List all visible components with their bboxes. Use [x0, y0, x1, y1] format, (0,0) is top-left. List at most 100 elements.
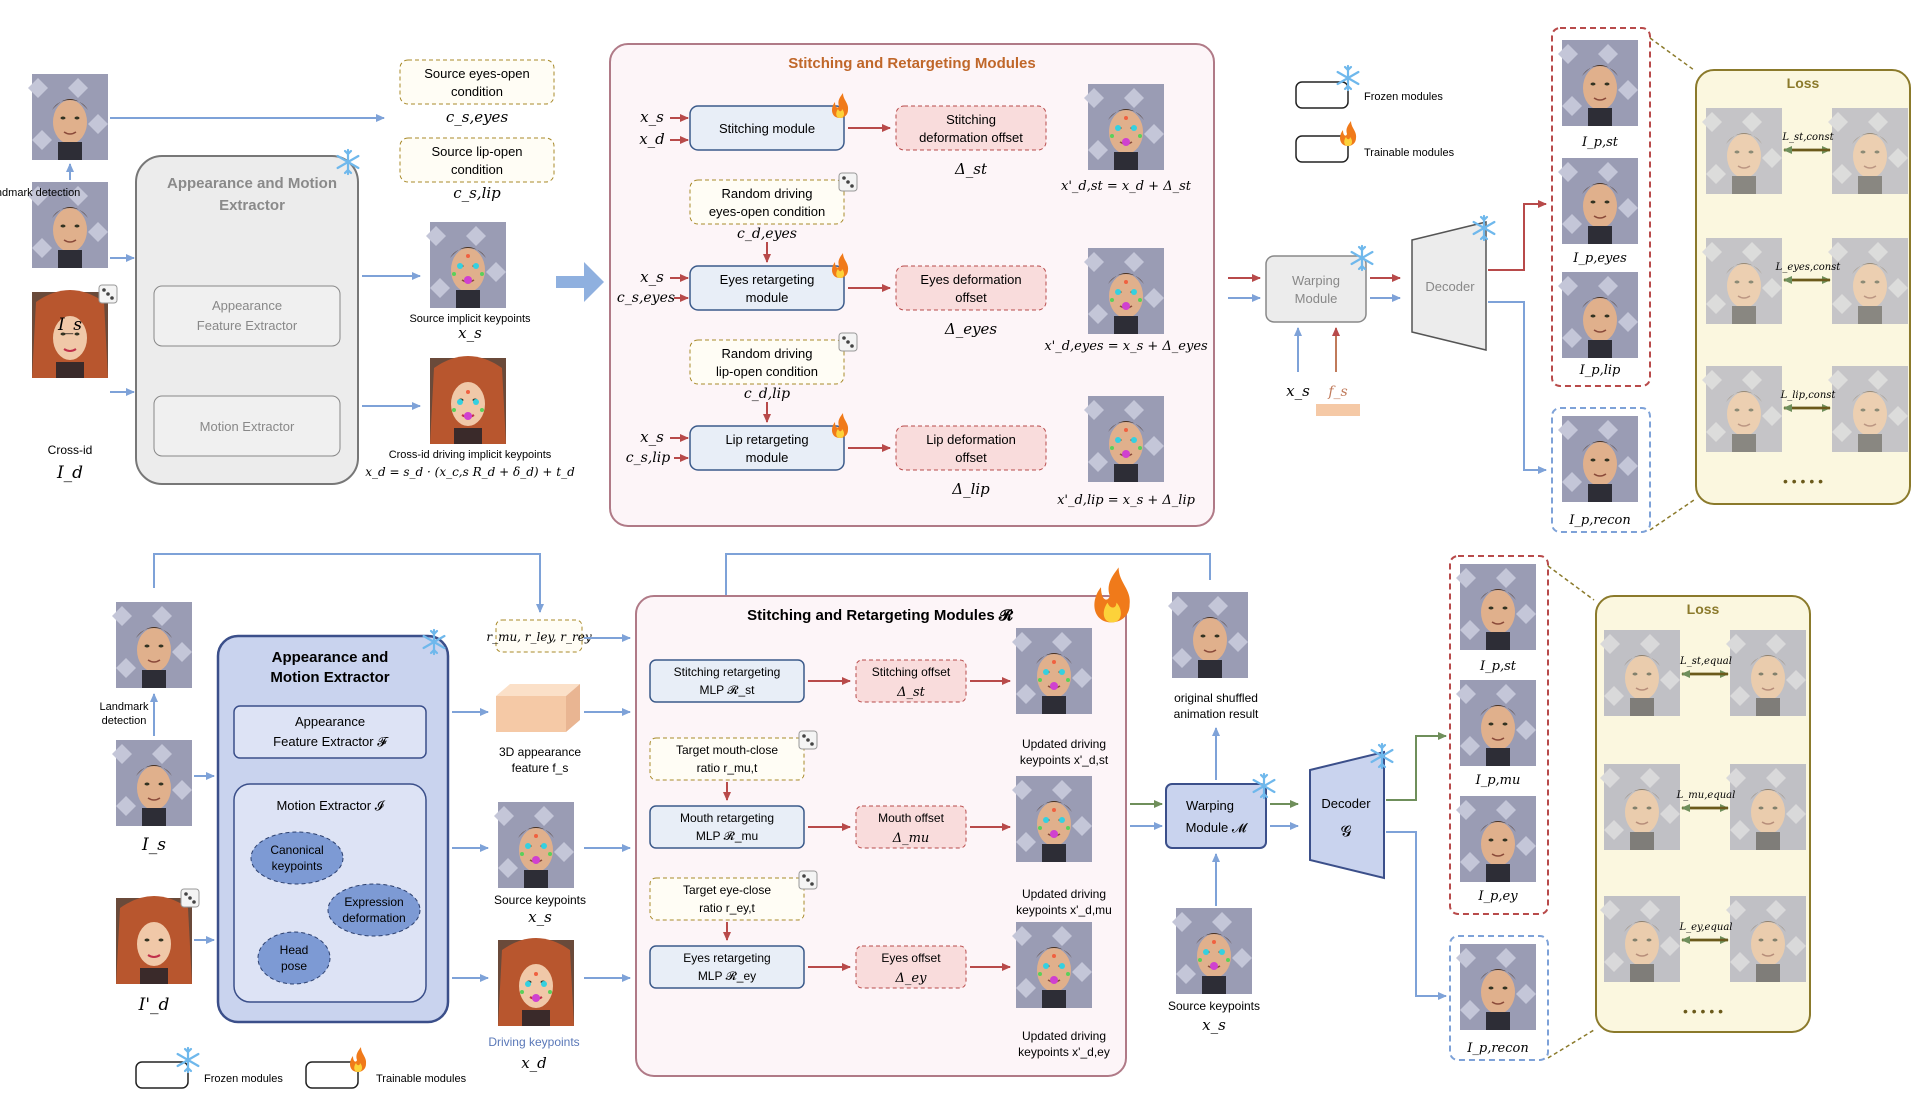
dice-icon: [838, 172, 858, 192]
row3-in1: x_s: [640, 428, 664, 446]
eyes-delta: Δ_eyes: [944, 320, 998, 338]
bottom-output-face: [1455, 795, 1537, 883]
top-out-1: I_p,st: [1581, 135, 1619, 150]
bottom-loss-title: Loss: [1687, 601, 1720, 617]
stitching-offset-2: deformation offset: [919, 130, 1023, 145]
bottom-motion-label: Motion Extractor 𝓘: [276, 798, 385, 813]
top-eyes-cond-math: c_s,eyes: [446, 108, 509, 126]
top-drv-kp-caption: Cross-id driving implicit keypoints: [389, 449, 552, 461]
row3-in2: c_s,lip: [626, 450, 670, 466]
top-loss-1: L_st,const: [1781, 132, 1834, 143]
b-row3-mod-2: MLP 𝓡_ey: [698, 969, 756, 983]
b-row2-off-2: Δ_mu: [892, 831, 930, 846]
top-loss-2: L_eyes,const: [1775, 262, 1842, 273]
top-source-label: I_s: [57, 315, 82, 335]
b-row2-updated-face: [1011, 775, 1093, 863]
b-row1-updated-face: [1011, 627, 1093, 715]
bottom-output-group-box: [1449, 555, 1549, 915]
b-row3-mod-1: Eyes retargeting: [683, 951, 770, 965]
b-row1-off-2: Δ_st: [896, 685, 926, 700]
row1-result-face: [1083, 83, 1165, 171]
b-row1-upd-1: Updated driving: [1022, 737, 1106, 751]
eyes-offset-1: Eyes deformation: [920, 272, 1021, 287]
bottom-loss-1: L_st,equal: [1679, 656, 1732, 667]
stitching-offset-box: [895, 105, 1047, 151]
bottom-src-kp2-math: x_s: [1202, 1016, 1226, 1034]
bottom-drv-kp-math: x_d: [521, 1054, 547, 1072]
top-warping-fs: f_s: [1327, 384, 1347, 400]
feature-cube: [496, 696, 566, 732]
random-lip-math: c_d,lip: [744, 386, 790, 402]
stitching-module-label: Stitching module: [719, 121, 815, 136]
bottom-source-label: I_s: [141, 835, 166, 855]
shuffled-1: original shuffled: [1174, 691, 1258, 705]
top-warping-box: [1265, 255, 1367, 323]
bottom-warping-2: Module 𝓜: [1186, 820, 1248, 835]
bottom-loss-2: L_mu,equal: [1676, 790, 1736, 801]
random-eyes-box: [689, 179, 845, 225]
bottom-out-3: I_p,ey: [1477, 889, 1518, 904]
top-output-face: [1557, 271, 1639, 359]
top-extractor-title-1: Appearance and Motion: [167, 175, 337, 192]
top-lip-condition-box: [399, 137, 555, 183]
top-decoder-shape: [1411, 221, 1487, 351]
bottom-landmark-2: detection: [102, 715, 147, 727]
dice-icon: [798, 730, 818, 750]
bottom-appearance-box: [233, 705, 427, 759]
bottom-output-face: [1455, 563, 1537, 651]
canonical-keypoints-node: [250, 831, 344, 885]
bottom-out-4: I_p,recon: [1466, 1041, 1528, 1056]
fire-icon: [1094, 567, 1130, 623]
top-eyes-cond-2: condition: [451, 84, 503, 99]
bottom-src-kp-1: Source keypoints: [494, 893, 586, 907]
top-recon-face: [1557, 415, 1639, 503]
bottom-trainable-legend-box: [305, 1061, 359, 1089]
expr-2: deformation: [342, 911, 405, 925]
bottom-source-face: [111, 739, 193, 827]
ratios-box: [495, 619, 583, 653]
feature-1: 3D appearance: [499, 745, 581, 759]
row3-result-face: [1083, 395, 1165, 483]
target-mouth-1: Target mouth-close: [676, 743, 778, 757]
top-output-group-box: [1551, 27, 1651, 387]
lip-module-1: Lip retargeting: [725, 432, 808, 447]
top-landmark-text: Landmark detection: [0, 187, 80, 199]
trainable-legend-box: [1295, 135, 1349, 163]
canonical-2: keypoints: [272, 859, 323, 873]
lip-offset-1: Lip deformation: [926, 432, 1016, 447]
head-pose-node: [257, 931, 331, 985]
bottom-mouth-offset-box: [855, 805, 967, 849]
bottom-driver-face: [115, 895, 193, 985]
lip-delta: Δ_lip: [951, 480, 990, 498]
top-warping-1: Warping: [1292, 273, 1340, 288]
bottom-eyes-offset-box: [855, 945, 967, 989]
eyes-offset-box: [895, 265, 1047, 311]
fire-icon: [1340, 121, 1357, 146]
top-out-4: I_p,recon: [1568, 513, 1630, 528]
bottom-appearance-1: Appearance: [295, 714, 365, 729]
bottom-diagram: Landmark detection I_s I'_d Appearance a…: [100, 553, 1811, 1089]
expr-1: Expression: [344, 895, 403, 909]
head-1: Head: [280, 943, 309, 957]
top-motion-extractor: Motion Extractor: [200, 419, 295, 434]
bottom-appearance-2: Feature Extractor 𝓕: [273, 734, 389, 749]
row2-in2: c_s,eyes: [617, 290, 675, 306]
target-mouth-box: [649, 737, 805, 781]
bottom-panel-title: Stitching and Retargeting Modules 𝓡: [747, 607, 1014, 624]
row3-result: x'_d,lip = x_s + Δ_lip: [1057, 493, 1196, 508]
bottom-eyes-mlp-box: [649, 945, 805, 989]
random-eyes-2: eyes-open condition: [709, 204, 825, 219]
expression-deformation-node: [327, 883, 421, 937]
bottom-legend-frozen: Frozen modules: [204, 1073, 283, 1085]
feature-block: [1316, 404, 1360, 416]
top-eyes-condition-box: [399, 59, 555, 105]
top-out-2: I_p,eyes: [1572, 251, 1627, 266]
random-lip-1: Random driving: [721, 346, 812, 361]
lip-module-2: module: [746, 450, 789, 465]
bottom-output-face: [1455, 679, 1537, 767]
top-driver-label: I_d: [56, 463, 83, 483]
top-loss-3: L_lip,const: [1780, 390, 1837, 401]
top-appearance-extractor-2: Feature Extractor: [197, 318, 298, 333]
dice-icon: [798, 870, 818, 890]
big-flow-arrow: [556, 262, 604, 302]
